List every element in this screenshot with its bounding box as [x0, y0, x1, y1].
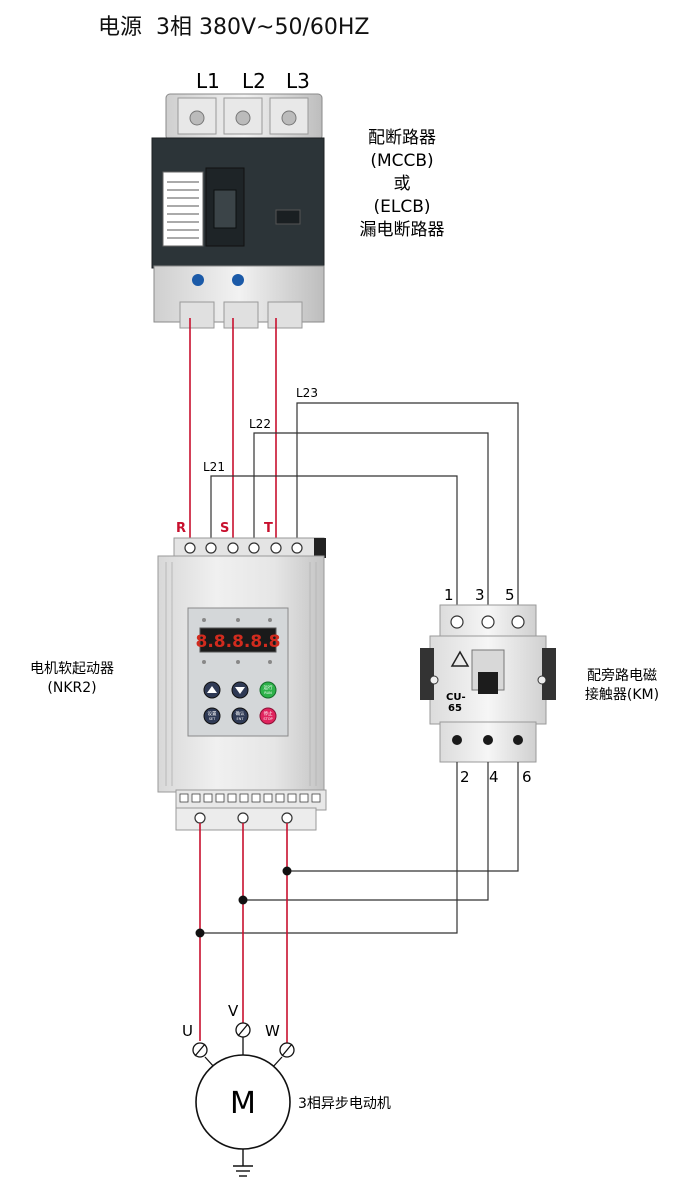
km-terminal-6: 6	[522, 768, 532, 786]
phase-label-l2: L2	[242, 69, 266, 93]
mccb-caption-1: 配断路器	[368, 128, 436, 148]
mccb-caption-5: 漏电断路器	[360, 220, 445, 240]
stop-button-sub: STOP	[263, 717, 272, 721]
motor-feed-wires	[199, 823, 288, 1045]
contactor-caption-2: 接触器(KM)	[585, 686, 659, 703]
warning-triangle-icon	[450, 650, 470, 667]
wire-label-l22: L22	[249, 417, 271, 431]
phase-label-l3: L3	[286, 69, 310, 93]
stop-button-label: 停止	[264, 710, 273, 717]
junction-dot	[282, 866, 292, 876]
motor-caption: 3相异步电动机	[298, 1096, 391, 1112]
mccb-caption-2: (MCCB)	[370, 151, 433, 171]
contactor-model-1: CU-	[446, 692, 466, 703]
led-display	[199, 627, 277, 653]
km-terminal-1: 1	[444, 586, 454, 604]
soft-starter: R S T 8.8.8.8.8 运行 RUN 设置 SET	[30, 521, 327, 831]
run-button[interactable]	[259, 681, 277, 699]
contactor-model-2: 65	[448, 703, 462, 714]
set-button-label: 设置	[208, 710, 217, 717]
mccb-breaker: L1 L2 L3 配断路器 (MCCB) 或 (	[151, 69, 445, 329]
phase-label-l1: L1	[196, 69, 220, 93]
set-button[interactable]	[203, 707, 221, 725]
wire-label-l21: L21	[203, 460, 225, 474]
km-terminal-5: 5	[505, 586, 515, 604]
arrow-down-icon	[235, 687, 245, 694]
motor-terminal-v: V	[228, 1002, 239, 1020]
mccb-toggle-handle	[213, 189, 237, 229]
led-readout: 8.8.8.8.8	[196, 632, 281, 652]
km-terminal-2: 2	[460, 768, 470, 786]
motor-terminal-w: W	[265, 1022, 280, 1040]
km-terminal-3: 3	[475, 586, 485, 604]
km-terminal-4: 4	[489, 768, 499, 786]
enter-button[interactable]	[231, 707, 249, 725]
stop-button[interactable]	[259, 707, 277, 725]
bypass-input-wires	[210, 402, 519, 622]
junction-dot	[238, 895, 248, 905]
page-title: 电源 3相 380V~50/60HZ	[98, 15, 369, 40]
junction-dot	[195, 928, 205, 938]
terminal-label-s: S	[220, 521, 229, 536]
motor-symbol-letter: M	[230, 1086, 256, 1121]
enter-button-sub: ENT	[237, 717, 245, 721]
contactor-caption-1: 配旁路电磁	[587, 667, 657, 684]
motor-terminal-u: U	[182, 1022, 193, 1040]
arrow-up-icon	[207, 686, 217, 693]
enter-button-label: 确认	[236, 710, 245, 717]
bypass-output-wires	[200, 762, 519, 934]
ground-icon	[233, 1149, 253, 1177]
mccb-caption-4: (ELCB)	[373, 197, 430, 217]
run-button-label: 运行	[264, 684, 273, 691]
terminal-label-t: T	[264, 521, 273, 536]
soft-starter-caption-1: 电机软起动器	[30, 661, 114, 677]
set-button-sub: SET	[209, 717, 216, 721]
motor: U V W M 3相异步电动机	[182, 1002, 391, 1177]
mccb-caption-3: 或	[394, 174, 411, 194]
terminal-label-r: R	[176, 521, 186, 536]
wire-label-l23: L23	[296, 386, 318, 400]
soft-starter-caption-2: (NKR2)	[47, 680, 96, 696]
phase-wires	[189, 318, 277, 545]
bypass-contactor: 1 3 5 CU- 65 2 4 6 配旁路电磁 接触器(KM)	[420, 586, 659, 786]
run-button-sub: RUN	[264, 691, 272, 695]
